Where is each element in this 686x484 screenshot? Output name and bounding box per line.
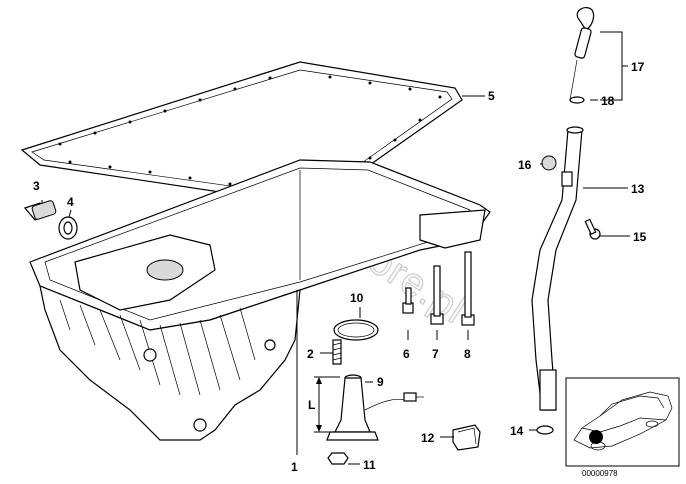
sealing-ring — [58, 216, 78, 240]
callout-16: 16 — [518, 158, 532, 172]
o-ring-10 — [333, 319, 379, 341]
callout-8: 8 — [464, 347, 471, 361]
callout-18: 18 — [601, 94, 615, 108]
nut-11 — [327, 452, 349, 465]
car-icon — [573, 391, 673, 451]
callout-15: 15 — [633, 230, 647, 244]
callout-9: 9 — [377, 375, 384, 389]
seal-14 — [536, 425, 554, 435]
callout-12: 12 — [421, 431, 435, 445]
vehicle-location-inset: 00000978 — [565, 377, 680, 478]
callout-2: 2 — [307, 347, 314, 361]
callout-1: 1 — [291, 460, 298, 474]
oil-pan — [29, 159, 491, 441]
callout-4: 4 — [67, 195, 74, 209]
dimension-label: L — [308, 398, 315, 412]
callout-11: 11 — [363, 458, 376, 472]
callout-17: 17 — [631, 60, 645, 74]
oil-level-sensor-sleeve — [326, 374, 424, 441]
bolt-7 — [430, 265, 444, 325]
callout-5: 5 — [488, 89, 495, 103]
leader-lines — [41, 31, 630, 465]
bolt-15 — [584, 218, 601, 240]
callout-10: 10 — [350, 291, 364, 305]
callout-3: 3 — [33, 179, 40, 193]
clip-12 — [452, 424, 481, 451]
callout-6: 6 — [403, 347, 410, 361]
callout-13: 13 — [631, 182, 645, 196]
plug-16 — [541, 155, 557, 171]
drain-plug — [23, 200, 57, 221]
stud-2 — [332, 339, 342, 365]
callout-7: 7 — [432, 347, 439, 361]
guide-tube — [531, 126, 584, 411]
bolt-8 — [461, 251, 475, 326]
callout-14: 14 — [510, 424, 524, 438]
oil-dipstick — [569, 6, 595, 104]
inset-code: 00000978 — [582, 469, 618, 478]
bolt-6 — [402, 287, 414, 314]
